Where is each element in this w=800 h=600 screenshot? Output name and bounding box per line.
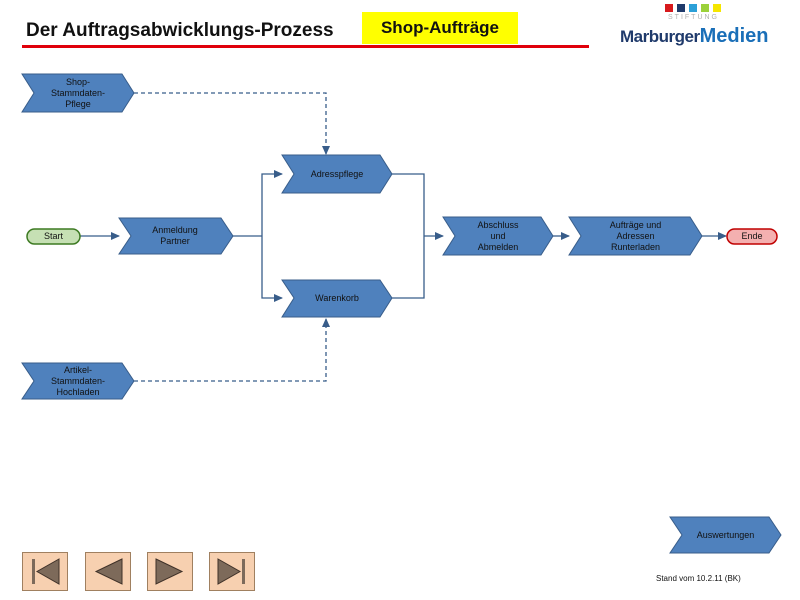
connector-split-adresspflege xyxy=(261,170,283,236)
node-anmeldung-partner[interactable]: Anmeldung Partner xyxy=(152,225,198,246)
nav-last-button[interactable] xyxy=(209,552,255,591)
node-auftraege-shape xyxy=(568,216,703,256)
node-shop-stammdaten-shape xyxy=(21,73,135,113)
section-badge: Shop-Aufträge xyxy=(362,12,518,44)
skip-to-last-icon xyxy=(217,558,245,585)
connector-shop-adresspflege xyxy=(134,92,330,155)
logo-square-yellow xyxy=(713,4,721,12)
connectors xyxy=(80,92,727,382)
node-abschluss-shape xyxy=(442,216,554,256)
logo-square-green xyxy=(701,4,709,12)
logo-square-red xyxy=(665,4,673,12)
node-adresspflege[interactable]: Adresspflege xyxy=(310,168,364,179)
node-auswertungen-shape xyxy=(669,516,782,554)
node-abschluss-abmelden[interactable]: Abschluss und Abmelden xyxy=(477,219,519,252)
page-title: Der Auftragsabwicklungs-Prozess xyxy=(26,20,334,41)
connector-artikel-warenkorb xyxy=(134,318,330,382)
node-start[interactable]: Start xyxy=(43,231,63,241)
node-warenkorb-shape xyxy=(281,279,393,318)
node-shop-stammdaten[interactable]: Shop- Stammdaten- Pflege xyxy=(50,76,106,109)
node-adresspflege-shape xyxy=(281,154,393,194)
node-anmeldung-shape xyxy=(118,217,234,255)
skip-to-first-icon xyxy=(32,558,60,585)
next-icon xyxy=(155,558,184,585)
node-ende[interactable]: Ende xyxy=(741,231,763,241)
node-warenkorb[interactable]: Warenkorb xyxy=(315,293,359,303)
logo-square-blue xyxy=(689,4,697,12)
connector-warenkorb-join xyxy=(392,236,425,299)
logo-square-navy xyxy=(677,4,685,12)
nav-first-button[interactable] xyxy=(22,552,68,591)
stand-date-note: Stand vom 10.2.11 (BK) xyxy=(656,574,741,583)
logo-color-squares xyxy=(665,4,721,12)
logo-word-medien: Medien xyxy=(699,25,769,47)
node-ende-shape xyxy=(726,228,778,245)
connector-split-warenkorb xyxy=(261,236,283,302)
node-artikel-stammdaten[interactable]: Artikel- Stammdaten- Hochladen xyxy=(50,364,106,397)
node-artikel-stammdaten-shape xyxy=(21,362,135,400)
node-start-shape xyxy=(26,228,81,245)
auswertungen-button[interactable]: Auswertungen xyxy=(696,529,755,540)
logo-wordmark: MarburgerMedien xyxy=(620,25,768,48)
node-auftraege-runterladen[interactable]: Aufträge und Adressen Runterladen xyxy=(609,219,662,252)
connector-adresspflege-join xyxy=(392,173,425,236)
process-nodes xyxy=(21,73,782,554)
nav-next-button[interactable] xyxy=(147,552,193,591)
marburger-medien-logo: STIFTUNG MarburgerMedien xyxy=(620,4,770,50)
logo-stiftung-text: STIFTUNG xyxy=(668,14,719,21)
nav-previous-button[interactable] xyxy=(85,552,131,591)
logo-word-marburger: Marburger xyxy=(620,27,700,46)
previous-icon xyxy=(94,558,123,585)
title-underline xyxy=(22,45,589,48)
